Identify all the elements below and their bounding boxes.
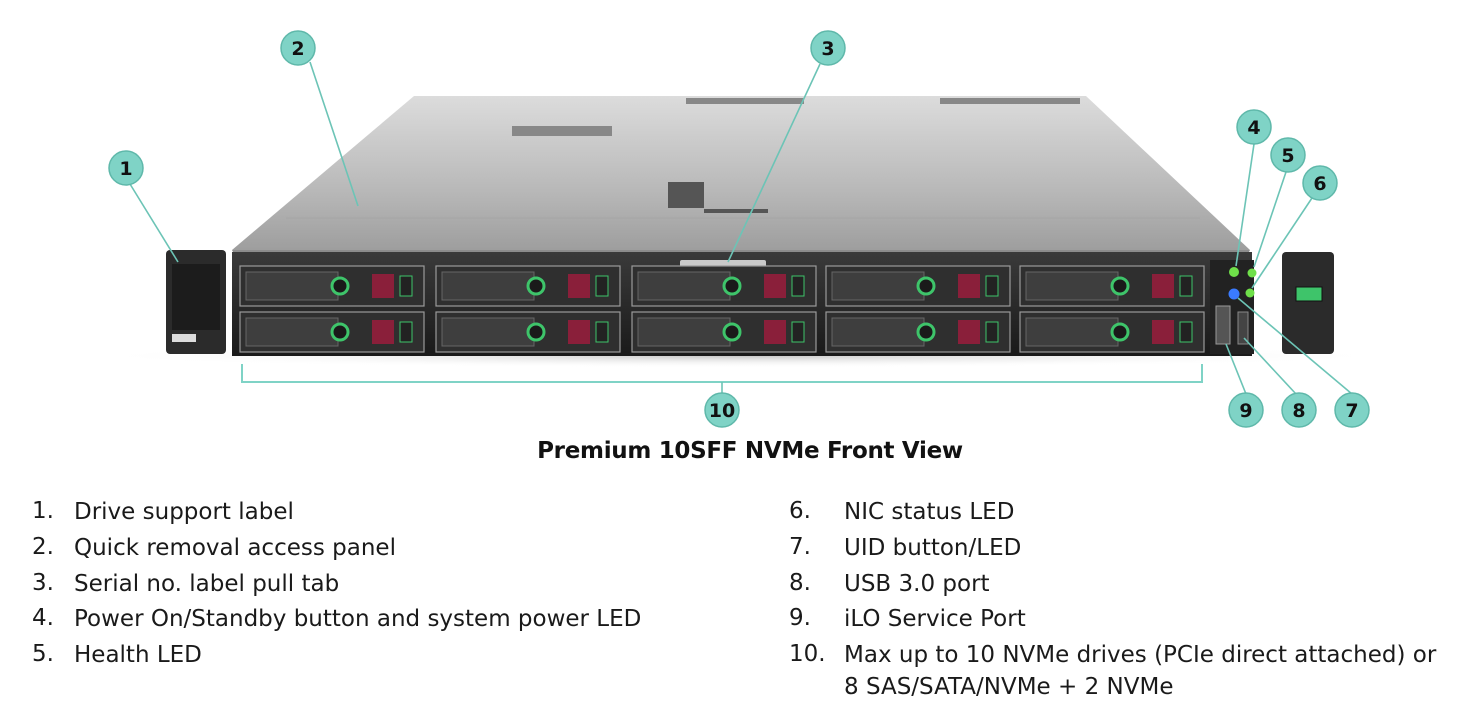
legend-text: Serial no. label pull tab <box>74 570 340 597</box>
legend-number: 9. <box>789 605 811 632</box>
callout-8: 8 <box>1281 392 1317 428</box>
power-button-led[interactable] <box>1229 267 1239 277</box>
legend-text: Max up to 10 NVMe drives (PCIe direct at… <box>844 642 1437 701</box>
callout-number: 5 <box>1281 145 1294 167</box>
callout-number: 2 <box>291 38 304 60</box>
legend-item: 10. Max up to 10 NVMe drives (PCIe direct… <box>789 637 1449 703</box>
callout-7: 7 <box>1334 392 1370 428</box>
callout-number: 1 <box>119 158 132 180</box>
callout-2: 2 <box>280 30 316 66</box>
legend-number: 1. <box>32 498 54 524</box>
legend-item: 3. Serial no. label pull tab <box>32 566 752 602</box>
callout-number: 7 <box>1345 400 1358 422</box>
legend-text: iLO Service Port <box>844 606 1026 633</box>
legend-text: Power On/Standby button and system power… <box>74 606 642 633</box>
legend-item: 9. iLO Service Port <box>789 601 1449 637</box>
legend-text: Quick removal access panel <box>74 534 396 561</box>
legend-number: 7. <box>789 533 811 560</box>
legend-item: 7. UID button/LED <box>789 530 1449 566</box>
legend-number: 6. <box>789 498 811 524</box>
nic-status-led <box>1245 288 1255 298</box>
callout-number: 3 <box>821 38 834 60</box>
legend-number: 3. <box>32 569 54 596</box>
legend-item: 8. USB 3.0 port <box>789 566 1449 602</box>
callout-number: 9 <box>1239 400 1252 422</box>
health-led <box>1247 268 1257 278</box>
legend-item: 5. Health LED <box>32 637 752 673</box>
drive-bay[interactable] <box>825 311 1011 353</box>
drive-bay[interactable] <box>825 265 1011 307</box>
drive-bay[interactable] <box>1019 311 1205 353</box>
legend-item: 4. Power On/Standby button and system pow… <box>32 601 752 637</box>
legend-text: NIC status LED <box>844 499 1015 525</box>
drive-bay[interactable] <box>435 311 621 353</box>
legend-number: 5. <box>32 641 54 668</box>
drive-bay[interactable] <box>631 265 817 307</box>
drive-bay[interactable] <box>239 265 425 307</box>
legend-text: UID button/LED <box>844 534 1022 561</box>
legend-right-column: 6. NIC status LED 7. UID button/LED 8. USB 3.… <box>789 494 1449 703</box>
legend-item: 2. Quick removal access panel <box>32 530 752 566</box>
ilo-service-port[interactable] <box>1215 305 1231 345</box>
callout-10: 10 <box>704 392 740 428</box>
drive-bay[interactable] <box>239 311 425 353</box>
callout-number: 4 <box>1247 117 1260 139</box>
drive-bays <box>239 265 1205 353</box>
legend-number: 8. <box>789 569 811 596</box>
legend-item: 6. NIC status LED <box>789 494 1449 530</box>
right-ear <box>1282 252 1334 354</box>
callout-number: 8 <box>1292 400 1305 422</box>
figure-caption: Premium 10SFF NVMe Front View <box>537 438 963 464</box>
callout-6: 6 <box>1302 165 1338 201</box>
legend-number: 4. <box>32 605 54 632</box>
callout-3: 3 <box>810 30 846 66</box>
legend-text: USB 3.0 port <box>844 570 990 597</box>
legend-text: Drive support label <box>74 499 294 525</box>
server-front-diagram: 1 2 3 456 7 8 9 10 <box>80 30 1400 428</box>
legend-item: 1. Drive support label <box>32 494 752 530</box>
uid-button-led[interactable] <box>1228 288 1240 300</box>
usb-3-port[interactable] <box>1237 311 1249 345</box>
callout-5: 5 <box>1270 137 1306 173</box>
drive-bay[interactable] <box>631 311 817 353</box>
callout-1: 1 <box>108 150 144 186</box>
access-panel <box>232 96 1250 250</box>
callout-9: 9 <box>1228 392 1264 428</box>
drive-bay[interactable] <box>1019 265 1205 307</box>
legend-text: Health LED <box>74 642 202 669</box>
legend-number: 10. <box>789 641 826 668</box>
legend-left-column: 1. Drive support label 2. Quick removal acc… <box>32 494 752 673</box>
callout-4: 4 <box>1236 109 1272 145</box>
drive-bay[interactable] <box>435 265 621 307</box>
legend-number: 2. <box>32 533 54 560</box>
callout-number: 6 <box>1313 173 1326 195</box>
callout-number: 10 <box>709 400 735 422</box>
